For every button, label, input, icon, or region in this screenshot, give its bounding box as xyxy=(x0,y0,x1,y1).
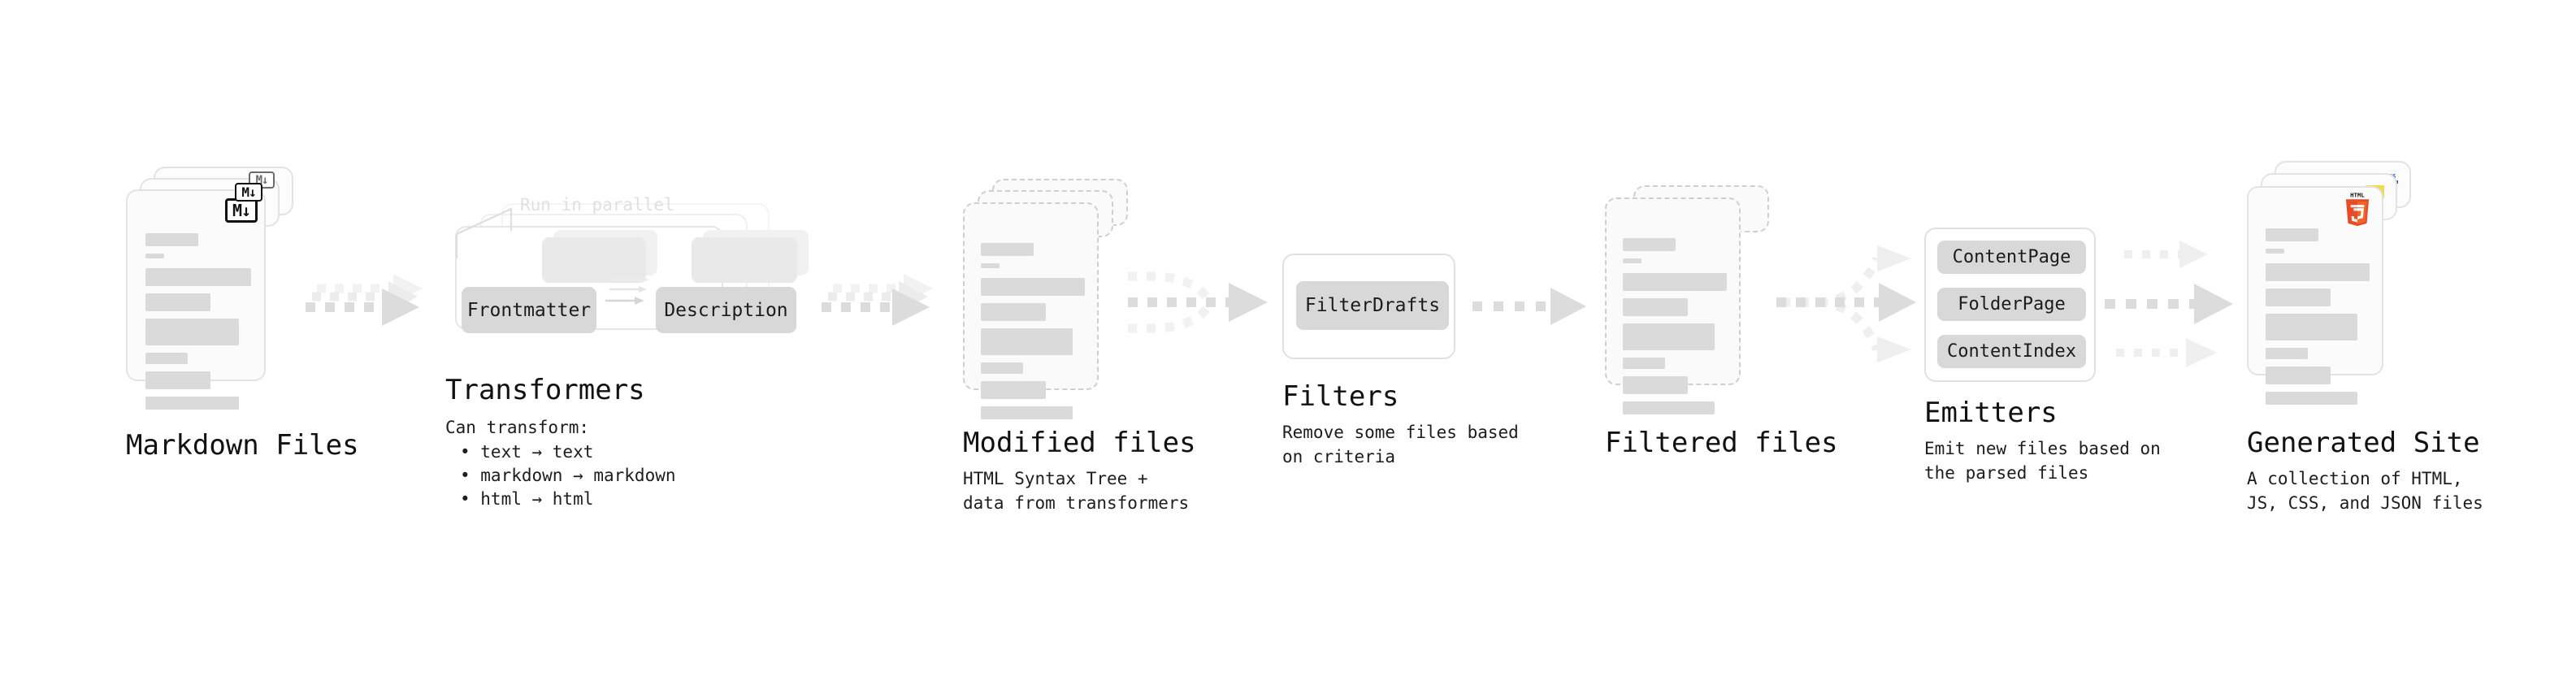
markdown-card-skeleton xyxy=(145,233,251,417)
connector-md-to-transformers xyxy=(306,274,423,326)
emitter-chip-folderpage[interactable]: FolderPage xyxy=(1937,288,2086,321)
modified-card-front xyxy=(963,202,1099,419)
transformers-bullet-0: • text → text xyxy=(460,442,594,462)
connector-mod-to-filters xyxy=(1128,271,1268,333)
connector-filtered-to-emitters xyxy=(1776,245,1916,362)
modified-files-subtitle: HTML Syntax Tree + data from transformer… xyxy=(963,469,1190,513)
filters-group: FilterDrafts xyxy=(1282,254,1455,359)
markdown-badge-icon-back-1: M↓ xyxy=(235,183,262,202)
connector-filters-to-filtered xyxy=(1472,288,1586,325)
emitters-subtitle: Emit new files based on the parsed files xyxy=(1924,439,2161,483)
transformers-title: Transformers xyxy=(445,374,645,406)
transformer-chip-description-back-1: Description xyxy=(692,237,797,283)
transformer-chip-frontmatter[interactable]: Frontmatter xyxy=(462,287,596,333)
filtered-card-front xyxy=(1605,197,1741,414)
modified-card-skeleton xyxy=(981,243,1085,427)
generated-card-front: HTML xyxy=(2247,186,2383,405)
svg-text:HTML: HTML xyxy=(2350,191,2365,198)
transformer-inner-arrows xyxy=(605,276,649,305)
filters-subtitle: Remove some files based on criteria xyxy=(1282,423,1519,466)
transformer-chip-frontmatter-back-1: Frontmatter xyxy=(542,237,646,283)
filtered-files-title: Filtered files xyxy=(1605,427,1838,459)
generated-card-skeleton xyxy=(2266,228,2370,412)
filters-title: Filters xyxy=(1282,380,1399,413)
connector-emitters-to-site xyxy=(2105,241,2233,367)
generated-site-subtitle: A collection of HTML, JS, CSS, and JSON … xyxy=(2247,469,2483,513)
transformers-bullet-2: • html → html xyxy=(460,489,594,509)
modified-files-title: Modified files xyxy=(963,427,1196,459)
filter-chip-filterdrafts[interactable]: FilterDrafts xyxy=(1296,281,1449,330)
transformers-subtitle: Can transform: xyxy=(445,418,590,437)
markdown-files-title: Markdown Files xyxy=(126,429,359,462)
emitter-chip-contentpage[interactable]: ContentPage xyxy=(1937,241,2086,274)
transformer-chip-description[interactable]: Description xyxy=(656,287,796,333)
run-in-parallel-bracket xyxy=(455,207,513,258)
html5-badge-icon: HTML xyxy=(2345,191,2370,227)
run-in-parallel-label: Run in parallel xyxy=(520,195,674,215)
emitters-group: ContentPage FolderPage ContentIndex xyxy=(1924,228,2096,382)
emitter-chip-contentindex[interactable]: ContentIndex xyxy=(1937,335,2086,368)
markdown-card-front: M↓ xyxy=(126,189,266,410)
generated-site-title: Generated Site xyxy=(2247,427,2480,459)
filtered-card-skeleton xyxy=(1623,238,1727,422)
connector-transformers-to-mod xyxy=(822,274,933,326)
emitters-title: Emitters xyxy=(1924,397,2058,429)
transformers-bullet-1: • markdown → markdown xyxy=(460,466,676,485)
